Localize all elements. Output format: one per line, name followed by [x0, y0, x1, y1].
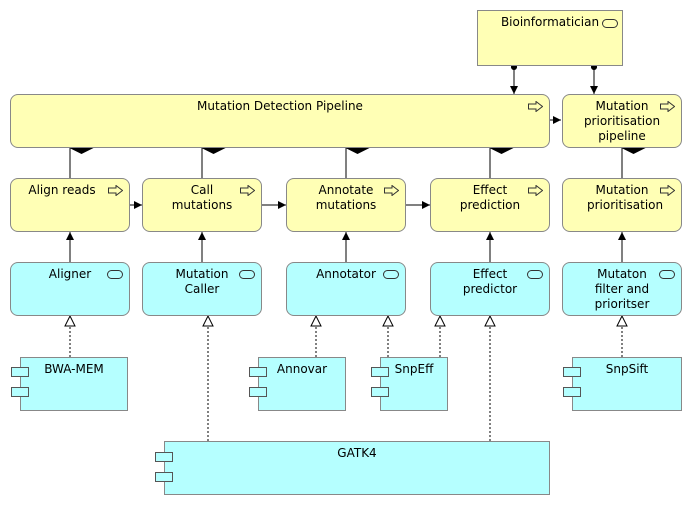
component-tab-icon — [563, 387, 581, 397]
process-effect-prediction[interactable]: Effect prediction — [430, 178, 550, 232]
component-gatk4[interactable]: GATK4 — [164, 441, 550, 495]
component-tab-icon — [249, 367, 267, 377]
process-arrow-icon — [240, 185, 255, 196]
service-effect-predictor[interactable]: Effect predictor — [430, 262, 550, 316]
service-label: Effect predictor — [462, 267, 518, 296]
component-label: Annovar — [276, 362, 328, 376]
component-label: GATK4 — [337, 446, 377, 460]
process-arrow-icon — [384, 185, 399, 196]
component-bwa-mem[interactable]: BWA-MEM — [20, 357, 128, 411]
process-label: Annotate mutations — [315, 183, 377, 212]
mutation-detection-pipeline[interactable]: Mutation Detection Pipeline — [10, 94, 550, 148]
pipeline-label: Mutation Detection Pipeline — [197, 99, 363, 113]
process-mutation-prioritisation[interactable]: Mutation prioritisation — [562, 178, 682, 232]
process-label: Mutation prioritisation — [587, 183, 664, 212]
service-annotator[interactable]: Annotator — [286, 262, 406, 316]
component-tab-icon — [249, 387, 267, 397]
component-tab-icon — [563, 367, 581, 377]
process-arrow-icon — [528, 185, 543, 196]
component-tab-icon — [371, 367, 389, 377]
prioritisation-pipeline-label: Mutation prioritisation pipeline — [583, 99, 661, 143]
service-icon — [527, 270, 543, 279]
process-call-mutations[interactable]: Call mutations — [142, 178, 262, 232]
component-tab-icon — [371, 387, 389, 397]
service-icon — [239, 270, 255, 279]
component-tab-icon — [155, 452, 173, 462]
process-annotate-mutations[interactable]: Annotate mutations — [286, 178, 406, 232]
process-arrow-icon — [660, 185, 675, 196]
component-tab-icon — [11, 387, 29, 397]
component-snpsift[interactable]: SnpSift — [572, 357, 682, 411]
service-label: Mutaton filter and prioritser — [594, 267, 650, 311]
component-tab-icon — [11, 367, 29, 377]
service-label: Aligner — [48, 267, 92, 281]
service-aligner[interactable]: Aligner — [10, 262, 130, 316]
service-mutation-caller[interactable]: Mutation Caller — [142, 262, 262, 316]
service-label: Mutation Caller — [175, 267, 229, 296]
component-label: BWA-MEM — [44, 362, 104, 376]
service-icon — [659, 270, 675, 279]
component-label: SnpSift — [605, 362, 649, 376]
component-annovar[interactable]: Annovar — [258, 357, 346, 411]
service-label: Annotator — [316, 267, 376, 281]
component-snpeff[interactable]: SnpEff — [380, 357, 448, 411]
process-label: Align reads — [28, 183, 96, 197]
component-tab-icon — [155, 472, 173, 482]
process-label: Call mutations — [171, 183, 233, 212]
process-align-reads[interactable]: Align reads — [10, 178, 130, 232]
mutation-prioritisation-pipeline[interactable]: Mutation prioritisation pipeline — [562, 94, 682, 148]
role-icon — [602, 19, 618, 28]
component-label: SnpEff — [394, 362, 434, 376]
actor-label: Bioinformatician — [500, 15, 600, 29]
process-label: Effect prediction — [459, 183, 521, 212]
process-arrow-icon — [108, 185, 123, 196]
process-arrow-icon — [528, 101, 543, 112]
bioinformatician-actor[interactable]: Bioinformatician — [477, 10, 623, 66]
process-arrow-icon — [660, 101, 675, 112]
service-icon — [107, 270, 123, 279]
service-icon — [383, 270, 399, 279]
service-mutation-filter[interactable]: Mutaton filter and prioritser — [562, 262, 682, 316]
